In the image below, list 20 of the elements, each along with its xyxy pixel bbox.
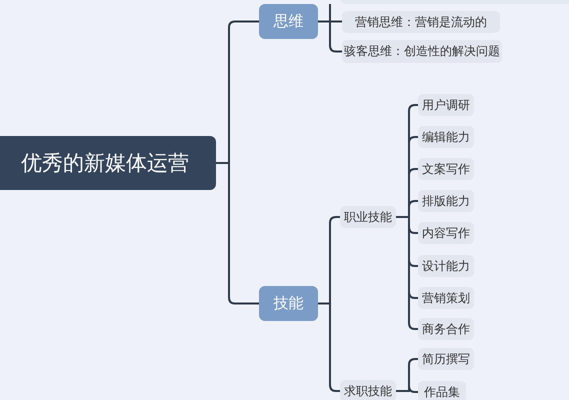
subtopic-box: 简历撰写 [418,348,474,370]
subtopic-box: 求职技能 [340,380,396,400]
topic-box: 思维 [259,4,318,39]
subtopic-box: 营销思维：营销是流动的 [342,11,500,33]
subtopic-box: 用户调研 [418,94,474,116]
root-topic-box: 优秀的新媒体运营 [0,136,216,190]
subtopic-box: 编辑能力 [418,126,474,148]
topic-box: 技能 [259,286,318,321]
connector-line [318,302,340,392]
subtopic-box: 职业技能 [340,206,396,228]
subtopic-box: 排版能力 [418,190,474,212]
subtopic-box: 设计能力 [418,255,474,277]
subtopic-box: 骇客思维：创造性的解决问题 [342,40,502,63]
subtopic-box: 营销策划 [418,287,474,309]
subtopic-box: 作品集 [418,381,466,400]
connector-line [396,385,418,393]
subtopic-box: 文案写作 [418,158,474,180]
subtopic-box: 内容写作 [418,222,474,244]
connector-line [318,20,342,52]
subtopic-box: 商务合作 [418,318,474,340]
